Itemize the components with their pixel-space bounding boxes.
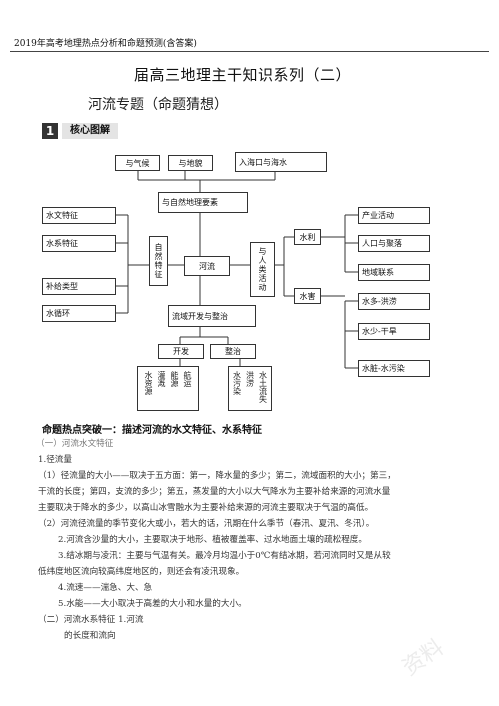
section-number-badge: 1 [42, 123, 58, 139]
page-subtitle: 河流专题（命题猜想） [88, 97, 228, 113]
section-heading: 1 核心图解 [42, 123, 118, 139]
node-natural-elements: 与自然地理要素 [158, 192, 248, 213]
paragraph: 干流的长度；第四，支流的多少；第五，蒸发量的大小以大气降水为主要补给来源的河流水… [38, 487, 391, 497]
paragraph: （二）河流水系特征 1.河流 [38, 615, 144, 625]
node-industry: 产业活动 [358, 207, 430, 224]
node-govern-items: 水土流失 洪涝 水污染 [228, 366, 272, 411]
node-water-cycle: 水循环 [42, 305, 116, 322]
develop-item: 水资源 [144, 371, 153, 395]
node-flood: 水多-洪涝 [358, 293, 430, 310]
paragraph: （1）径流量的大小——取决于五方面：第一，降水量的多少；第二，流域面积的大小；第… [38, 471, 396, 481]
document-header: 2019年高考地理热点分析和命题预测(含答案) [14, 39, 197, 49]
section-label: 核心图解 [62, 123, 118, 139]
node-pollution: 水脏-水污染 [358, 360, 430, 377]
node-drainage: 水系特征 [42, 235, 116, 252]
node-develop-items: 航运 能源 灌溉 水资源 [137, 366, 199, 411]
develop-item: 能源 [170, 371, 179, 387]
paragraph: 主要取决于降水的多少，以高山冰雪融水为主要补给来源的河流主要取决于气温的高低。 [38, 503, 374, 513]
node-estuary: 入海口与海水 [235, 152, 327, 172]
paragraph: 的长度和流向 [64, 631, 116, 641]
node-recharge: 补给类型 [42, 278, 116, 295]
govern-item: 水污染 [232, 371, 242, 395]
develop-item: 灌溉 [157, 371, 166, 387]
header-divider [10, 51, 489, 52]
paragraph: 3.结冰期与凌汛：主要与气温有关。最冷月均温小于0℃有结冰期，若河流同时又是从较 [58, 551, 391, 561]
paragraph: 4.流速——湍急、大、急 [58, 583, 153, 593]
node-water-hazard: 水害 [294, 288, 321, 304]
develop-item: 航运 [183, 371, 192, 387]
node-human-activity: 与人类活动 [250, 242, 275, 297]
node-landform: 与地貌 [168, 155, 213, 171]
govern-item: 水土流失 [258, 371, 268, 403]
paragraph: 低纬度地区流向较高纬度地区的，则还会有凌汛现象。 [38, 567, 245, 577]
paragraph: 2.河流含沙量的大小，主要取决于地形、植被覆盖率、过水地面土壤的疏松程度。 [58, 535, 367, 545]
paragraph: 5.水能——大小取决于高差的大小和水量的大小。 [58, 599, 247, 609]
subsection-heading: （一）河流水文特征 [36, 439, 114, 449]
node-population: 人口与聚落 [358, 235, 430, 252]
govern-item: 洪涝 [245, 371, 255, 387]
node-river: 河流 [184, 256, 230, 276]
node-develop: 开发 [158, 344, 204, 359]
node-basin-development: 流域开发与整治 [168, 305, 256, 327]
node-regional-links: 地域联系 [358, 264, 430, 281]
paragraph: （2）河流径流量的季节变化大或小，若大的话，汛期在什么季节（春汛、夏汛、冬汛）。 [38, 519, 375, 529]
node-climate: 与气候 [115, 155, 160, 171]
paragraph: 1.径流量 [38, 455, 72, 465]
node-govern: 整治 [210, 344, 256, 359]
node-drought: 水少-干旱 [358, 323, 430, 340]
page-title: 届高三地理主干知识系列（二） [134, 66, 352, 84]
node-hydrology: 水文特征 [42, 207, 116, 224]
node-natural-features: 自然特征 [149, 236, 168, 286]
node-water-use: 水利 [294, 229, 321, 245]
hot-topic-heading: 命题热点突破一：描述河流的水文特征、水系特征 [42, 425, 262, 436]
